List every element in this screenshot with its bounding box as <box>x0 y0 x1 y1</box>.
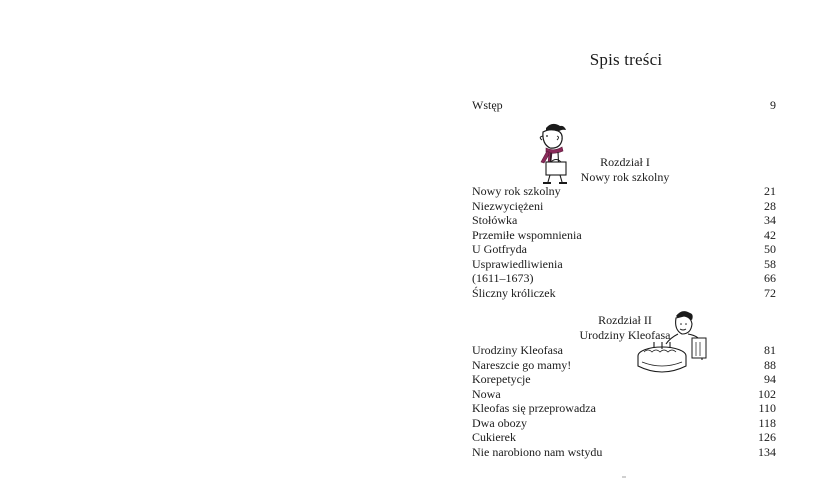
boy-with-scarf-icon <box>539 123 567 184</box>
entry-title: Korepetycje <box>472 372 531 386</box>
toc-entry[interactable]: (1611–1673) 66 <box>472 271 776 285</box>
chapter-subtitle: Urodziny Kleofasa <box>579 328 671 342</box>
entry-title: Kleofas się przeprowadza <box>472 401 596 415</box>
chapter-number: Rozdział II <box>598 313 652 327</box>
toc-entry[interactable]: Nareszcie go mamy! 88 <box>472 358 776 372</box>
toc-entry[interactable]: Kleofas się przeprowadza 110 <box>472 401 776 415</box>
entry-page: 66 <box>764 271 776 285</box>
entry-title: Dwa obozy <box>472 415 527 430</box>
toc-entry[interactable]: Stołówka 34 <box>472 213 776 227</box>
entry-page: 58 <box>764 256 776 271</box>
entry-page: 134 <box>758 444 776 459</box>
entry-page: 42 <box>764 227 776 242</box>
page-edge-mark <box>622 476 626 478</box>
chapter-2-heading[interactable]: Rozdział II Urodziny Kleofasa <box>545 313 705 343</box>
entry-title: Stołówka <box>472 213 518 227</box>
toc-entry[interactable]: Dwa obozy 118 <box>472 416 776 430</box>
toc-entry[interactable]: Nowa 102 <box>472 387 776 401</box>
toc-entry[interactable]: Przemiłe wspomnienia 42 <box>472 228 776 242</box>
entry-title: Cukierek <box>472 430 516 444</box>
boy-with-cake-icon <box>637 311 707 373</box>
chapter-subtitle: Nowy rok szkolny <box>580 170 670 184</box>
entry-title: Przemiłe wspomnienia <box>472 227 582 242</box>
entry-page: 118 <box>758 415 776 430</box>
entry-title: Niezwyciężeni <box>472 198 544 213</box>
entry-title: Śliczny króliczek <box>472 285 556 300</box>
toc-entry[interactable]: Urodziny Kleofasa 81 <box>472 343 776 357</box>
entry-page: 94 <box>764 372 776 386</box>
toc-entry[interactable]: Nowy rok szkolny 21 <box>472 184 776 198</box>
entry-title: (1611–1673) <box>472 271 534 285</box>
toc-entry[interactable]: U Gotfryda 50 <box>472 242 776 256</box>
chapter-number: Rozdział I <box>600 155 650 169</box>
entry-title: Nowa <box>472 386 501 401</box>
entry-page: 126 <box>758 430 776 444</box>
toc-entry[interactable]: Niezwyciężeni 28 <box>472 199 776 213</box>
entry-page: 110 <box>758 401 776 415</box>
entry-title: Urodziny Kleofasa <box>472 343 563 357</box>
entry-page: 102 <box>758 386 776 401</box>
entry-page: 34 <box>764 213 776 227</box>
toc-entry[interactable]: Nie narobiono nam wstydu 134 <box>472 445 776 459</box>
toc-entry[interactable]: Korepetycje 94 <box>472 372 776 386</box>
toc-entry[interactable]: Śliczny króliczek 72 <box>472 286 776 300</box>
entry-page: 88 <box>764 357 776 372</box>
entry-title: Nareszcie go mamy! <box>472 357 572 372</box>
entry-title: Usprawiedliwienia <box>472 256 563 271</box>
toc-entry-intro[interactable]: Wstęp 9 <box>472 98 776 112</box>
chapter-1-heading[interactable]: Rozdział I Nowy rok szkolny <box>545 155 705 185</box>
toc-entry[interactable]: Usprawiedliwienia 58 <box>472 257 776 271</box>
entry-page: 21 <box>764 184 776 198</box>
entry-title: U Gotfryda <box>472 242 527 256</box>
entry-page: 28 <box>764 198 776 213</box>
entry-title: Nowy rok szkolny <box>472 184 561 198</box>
toc-title: Spis treści <box>589 50 663 69</box>
entry-page: 9 <box>770 98 776 112</box>
entry-title: Wstęp <box>472 98 503 112</box>
entry-page: 81 <box>764 343 776 357</box>
toc-entry[interactable]: Cukierek 126 <box>472 430 776 444</box>
entry-page: 50 <box>764 242 776 256</box>
entry-title: Nie narobiono nam wstydu <box>472 444 603 459</box>
entry-page: 72 <box>764 285 776 300</box>
